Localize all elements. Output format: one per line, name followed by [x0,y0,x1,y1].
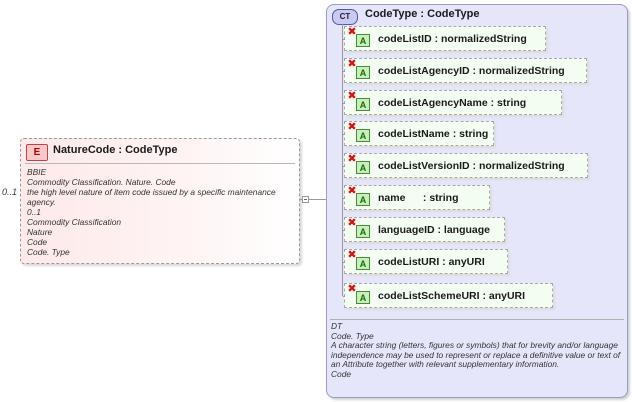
prohibited-flag-icon: ✖ [347,58,357,70]
attribute-label: name : string [378,192,459,204]
attribute-item[interactable]: ✖ A languageID : language [343,217,505,242]
attribute-badge-icon: A [356,66,370,79]
complex-type-title: CodeType : CodeType [365,8,480,20]
doc-line: DT [331,321,343,331]
attribute-label: codeListVersionID : normalizedString [378,160,565,172]
complex-type-divider [330,319,624,320]
attribute-badge-icon: A [356,98,370,111]
doc-line: BBIE [27,167,47,177]
element-divider [25,163,295,164]
attribute-item[interactable]: ✖ A codeListID : normalizedString [343,26,546,51]
attribute-item[interactable]: ✖ A codeListAgencyID : normalizedString [343,58,587,83]
attribute-item[interactable]: ✖ A codeListName : string [343,121,494,146]
doc-line: Commodity Classification. Nature. Code [27,177,176,187]
complex-type-badge-icon: CT [332,9,358,25]
attribute-label: codeListID : normalizedString [378,33,527,45]
element-box[interactable]: E NatureCode : CodeType BBIE Commodity C… [20,138,300,264]
attribute-label: codeListURI : anyURI [378,256,485,268]
attribute-badge-icon: A [356,129,370,142]
element-badge-icon: E [26,144,48,161]
attribute-item[interactable]: ✖ A codeListSchemeURI : anyURI [343,283,553,308]
attribute-label: languageID : language [378,224,491,236]
attribute-badge-icon: A [356,34,370,47]
prohibited-flag-icon: ✖ [347,217,357,229]
attribute-badge-icon: A [356,193,370,206]
prohibited-flag-icon: ✖ [347,90,357,102]
attribute-badge-icon: A [356,291,370,304]
attribute-badge-icon: A [356,225,370,238]
attribute-item[interactable]: ✖ A codeListAgencyName : string [343,90,562,115]
prohibited-flag-icon: ✖ [347,283,357,295]
attribute-item[interactable]: ✖ A name : string [343,185,490,210]
doc-line: A character string (letters, figures or … [331,340,621,370]
doc-line: Code [331,368,352,379]
attribute-item[interactable]: ✖ A codeListURI : anyURI [343,249,508,274]
prohibited-flag-icon: ✖ [347,249,357,261]
doc-line: Commodity Classification [27,217,122,227]
attribute-tree-line [342,24,343,296]
cardinality-label: 0..1 [2,187,18,197]
doc-line: Code. Type [27,247,70,257]
element-documentation: BBIE Commodity Classification. Nature. C… [27,167,297,257]
element-title: NatureCode : CodeType [53,144,178,156]
collapse-toggle-icon[interactable] [302,196,309,203]
doc-line: Nature [27,227,53,237]
doc-line: 0..1 [27,207,41,217]
attribute-label: codeListName : string [378,128,489,140]
attribute-label: codeListSchemeURI : anyURI [378,290,526,302]
attribute-item[interactable]: ✖ A codeListVersionID : normalizedString [343,153,588,178]
attribute-label: codeListAgencyName : string [378,97,527,109]
complex-type-documentation: DT Code. Type A character string (letter… [331,321,625,380]
prohibited-flag-icon: ✖ [347,153,357,165]
prohibited-flag-icon: ✖ [347,185,357,197]
attribute-badge-icon: A [356,161,370,174]
doc-line: the high level nature of item code issue… [27,187,276,207]
doc-line: Code [27,237,48,247]
attribute-badge-icon: A [356,257,370,270]
attribute-label: codeListAgencyID : normalizedString [378,65,565,77]
prohibited-flag-icon: ✖ [347,121,357,133]
doc-line: Code. Type [331,330,374,341]
prohibited-flag-icon: ✖ [347,26,357,38]
